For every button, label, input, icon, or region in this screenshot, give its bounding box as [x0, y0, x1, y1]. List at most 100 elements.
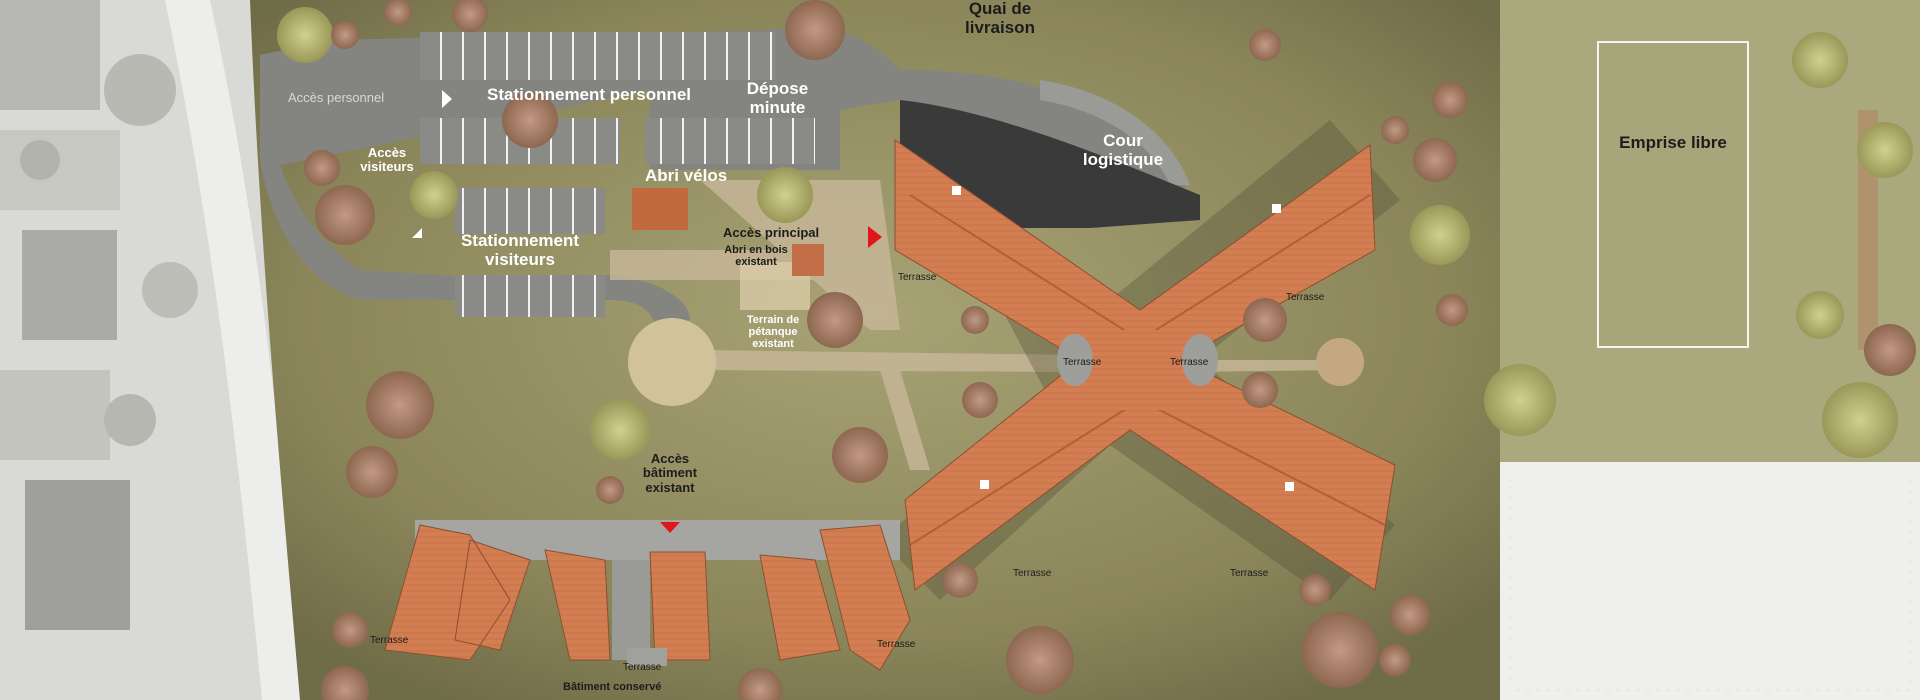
label-terrasse: Terrasse	[1063, 357, 1102, 368]
tree	[1436, 294, 1468, 326]
label-terrain-petanque: Terrain de pétanque existant	[746, 314, 800, 351]
delivery-road	[1040, 80, 1190, 185]
tree	[346, 446, 398, 498]
label-terrasse: Terrasse	[623, 662, 662, 673]
roof-window	[1272, 204, 1281, 213]
tree	[452, 0, 488, 32]
tree	[331, 21, 359, 49]
neighbour-tree	[20, 140, 60, 180]
label-acces-principal[interactable]: Accès principal	[723, 225, 820, 240]
label-abri-velos: Abri vélos	[645, 166, 728, 185]
tree	[596, 476, 624, 504]
tree	[807, 292, 863, 348]
tree	[1796, 291, 1844, 339]
roof-window	[1285, 482, 1294, 491]
label-abri-bois: Abri en bois existant	[724, 244, 788, 269]
parking-visiteurs-bottom	[455, 275, 605, 317]
tree	[1822, 382, 1898, 458]
label-acces-visiteurs: Accès visiteurs	[360, 145, 414, 175]
tree	[1413, 138, 1457, 182]
petanque-circle	[628, 318, 716, 406]
label-terrasse: Terrasse	[898, 272, 937, 283]
label-terrasse: Terrasse	[1170, 357, 1209, 368]
tree	[1249, 29, 1281, 61]
neighbour-house	[0, 0, 100, 110]
label-terrasse: Terrasse	[877, 639, 916, 650]
tree	[1484, 364, 1556, 436]
driveway	[260, 27, 1185, 325]
acces-visiteurs-arrow	[412, 228, 422, 238]
abri-velos-building	[632, 188, 688, 230]
tree	[1432, 82, 1468, 118]
label-stationnement-visiteurs: Stationnement visiteurs	[460, 231, 580, 269]
label-terrasse: Terrasse	[1286, 292, 1325, 303]
tree	[832, 427, 888, 483]
neighbour-tree	[104, 54, 176, 126]
tree	[304, 150, 340, 186]
neighbour-house	[25, 480, 130, 630]
label-emprise-libre: Emprise libre	[1619, 133, 1727, 152]
label-quai-livraison: Quai de livraison	[965, 0, 1035, 37]
existing-terrace	[627, 648, 667, 666]
tree	[1864, 324, 1916, 376]
neighbour-tree	[142, 262, 198, 318]
acces-batiment-arrow[interactable]	[660, 522, 680, 533]
neighbour-house	[22, 230, 117, 340]
tree	[384, 0, 412, 26]
emprise-libre-zone	[1597, 41, 1749, 348]
tree	[410, 171, 458, 219]
neighbour-garden	[0, 370, 110, 460]
label-acces-personnel: Accès personnel	[288, 90, 385, 105]
tree	[785, 0, 845, 60]
label-acces-batiment[interactable]: Accès bâtiment existant	[642, 451, 698, 495]
tree	[1381, 116, 1409, 144]
tree	[315, 185, 375, 245]
trees	[277, 0, 1916, 700]
petanque-circle-right	[1316, 338, 1364, 386]
tree	[502, 92, 558, 148]
tree	[1302, 612, 1378, 688]
tree	[1243, 298, 1287, 342]
tree	[757, 167, 813, 223]
tree	[1299, 574, 1331, 606]
parking-visiteurs-top	[455, 188, 605, 234]
label-batiment-conserve: Bâtiment conservé	[563, 681, 662, 693]
tree	[590, 400, 650, 460]
acces-principal-arrow[interactable]	[868, 226, 882, 248]
tree	[332, 612, 368, 648]
tree	[962, 382, 998, 418]
existing-building-roof	[384, 524, 911, 671]
label-stationnement-personnel: Stationnement personnel	[487, 85, 692, 104]
tree	[961, 306, 989, 334]
existing-building-courtyard	[612, 560, 650, 660]
label-terrasse: Terrasse	[370, 635, 409, 646]
label-depose-minute: Dépose minute	[746, 79, 809, 117]
tree	[1857, 122, 1913, 178]
tree	[277, 7, 333, 63]
tree	[1410, 205, 1470, 265]
tree	[942, 562, 978, 598]
parking-depose	[645, 118, 815, 164]
right-field	[1500, 462, 1920, 700]
terrace-pad	[1182, 334, 1218, 386]
connector	[1100, 330, 1180, 410]
abri-bois-building	[792, 244, 824, 276]
tree	[1379, 644, 1411, 676]
tree	[1242, 372, 1278, 408]
tree	[738, 668, 782, 700]
tree	[1006, 626, 1074, 694]
street	[165, 0, 300, 700]
label-terrasse: Terrasse	[1230, 568, 1269, 579]
parking-personnel-top	[420, 32, 775, 80]
tree	[321, 666, 369, 700]
roof-window	[980, 480, 989, 489]
label-terrasse: Terrasse	[1013, 568, 1052, 579]
label-cour-logistique: Cour logistique	[1082, 131, 1164, 169]
terrace-pad	[1057, 334, 1093, 386]
acces-personnel-arrow	[442, 90, 452, 108]
roof-window	[952, 186, 961, 195]
tree	[366, 371, 434, 439]
field-rows	[1509, 479, 1911, 691]
